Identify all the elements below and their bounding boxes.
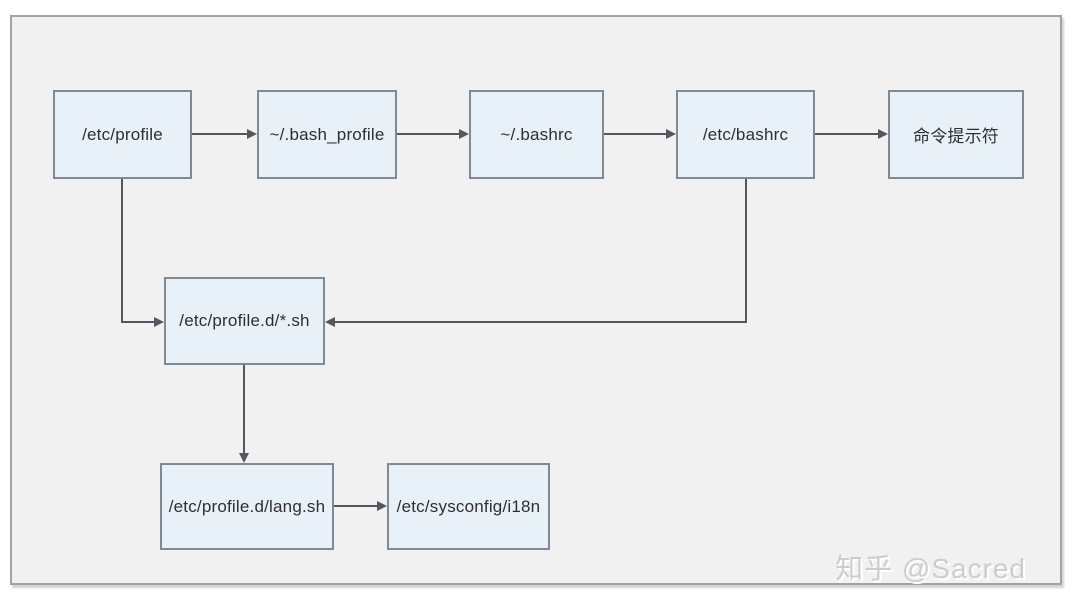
edge-bashrc-to-etc-bashrc-arrowhead-icon: [666, 129, 676, 139]
edge-etc-bashrc-to-command-prompt-arrowhead-icon: [878, 129, 888, 139]
node-etc-profile: /etc/profile: [53, 90, 192, 179]
edge-bash-profile-to-bashrc-arrowhead-icon: [459, 129, 469, 139]
watermark: 知乎 @Sacred: [835, 553, 1026, 584]
edge-etc-profile-to-bash-profile-line: [192, 133, 247, 135]
node-etc-bashrc: /etc/bashrc: [676, 90, 815, 179]
edge-etc-profile-to-bash-profile-arrowhead-icon: [247, 129, 257, 139]
node-bashrc-label: ~/.bashrc: [500, 124, 573, 144]
edge-bashrc-to-etc-bashrc-line: [604, 133, 666, 135]
node-lang-sh-label: /etc/profile.d/lang.sh: [168, 496, 326, 516]
edge-etc-profile-to-profile-d-horizontal-line: [121, 321, 154, 323]
node-profile-d: /etc/profile.d/*.sh: [164, 277, 325, 365]
node-bash-profile-label: ~/.bash_profile: [269, 124, 385, 144]
node-etc-bashrc-label: /etc/bashrc: [702, 124, 789, 144]
edge-etc-bashrc-to-command-prompt-line: [815, 133, 878, 135]
node-bash-profile: ~/.bash_profile: [257, 90, 397, 179]
node-bashrc: ~/.bashrc: [469, 90, 604, 179]
node-etc-profile-label: /etc/profile: [82, 124, 163, 144]
edge-etc-profile-to-profile-d-vertical-line: [121, 179, 123, 323]
edge-profile-d-to-lang-sh-line: [243, 365, 245, 454]
node-lang-sh: /etc/profile.d/lang.sh: [160, 463, 334, 550]
diagram-canvas: /etc/profile ~/.bash_profile ~/.bashrc /…: [10, 15, 1062, 585]
node-sysconfig-i18n-label: /etc/sysconfig/i18n: [396, 496, 541, 516]
node-sysconfig-i18n: /etc/sysconfig/i18n: [387, 463, 550, 550]
node-profile-d-label: /etc/profile.d/*.sh: [179, 311, 310, 330]
node-command-prompt-label: 命令提示符: [913, 127, 999, 146]
node-command-prompt: 命令提示符: [888, 90, 1024, 179]
edge-lang-sh-to-sysconfig-i18n-arrowhead-icon: [377, 501, 387, 511]
edge-etc-bashrc-to-profile-d-arrowhead-icon: [325, 317, 335, 327]
edge-etc-bashrc-to-profile-d-vertical-line: [745, 179, 747, 323]
edge-lang-sh-to-sysconfig-i18n-line: [334, 505, 377, 507]
edge-etc-profile-to-profile-d-arrowhead-icon: [154, 317, 164, 327]
edge-profile-d-to-lang-sh-arrowhead-icon: [239, 453, 249, 463]
edge-etc-bashrc-to-profile-d-horizontal-line: [335, 321, 747, 323]
edge-bash-profile-to-bashrc-line: [397, 133, 459, 135]
